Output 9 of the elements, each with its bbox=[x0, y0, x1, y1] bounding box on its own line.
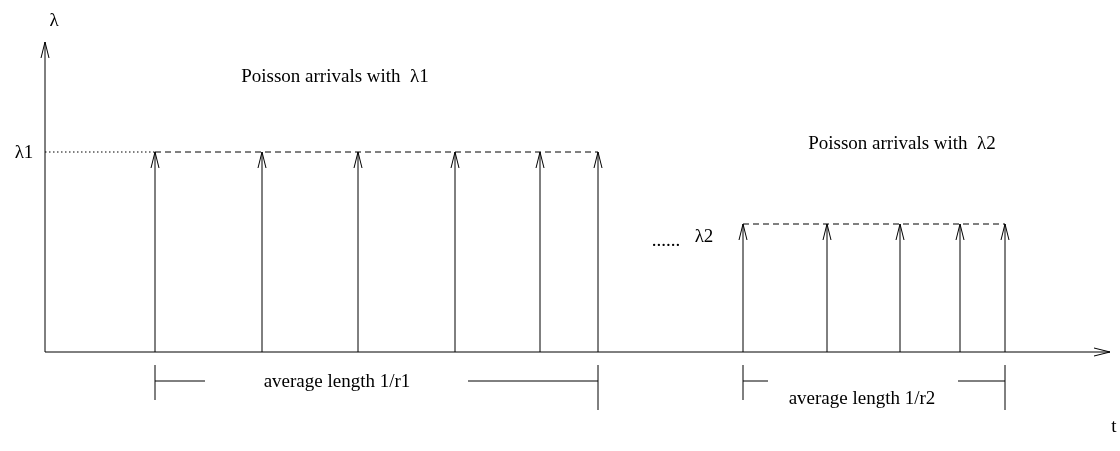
axis-label: λ bbox=[49, 8, 59, 32]
level-label: λ2 bbox=[694, 224, 714, 248]
dimension-label: average length 1/r1 bbox=[263, 369, 411, 393]
dimension-label: average length 1/r2 bbox=[787, 386, 937, 411]
annotation-text: Poisson arrivals with λ1 bbox=[241, 64, 429, 88]
axis-label: t bbox=[1111, 414, 1117, 438]
level-label: λ1 bbox=[14, 140, 34, 164]
annotation-text: Poisson arrivals with λ2 bbox=[808, 131, 996, 155]
ellipsis-text: ...... bbox=[651, 228, 681, 252]
